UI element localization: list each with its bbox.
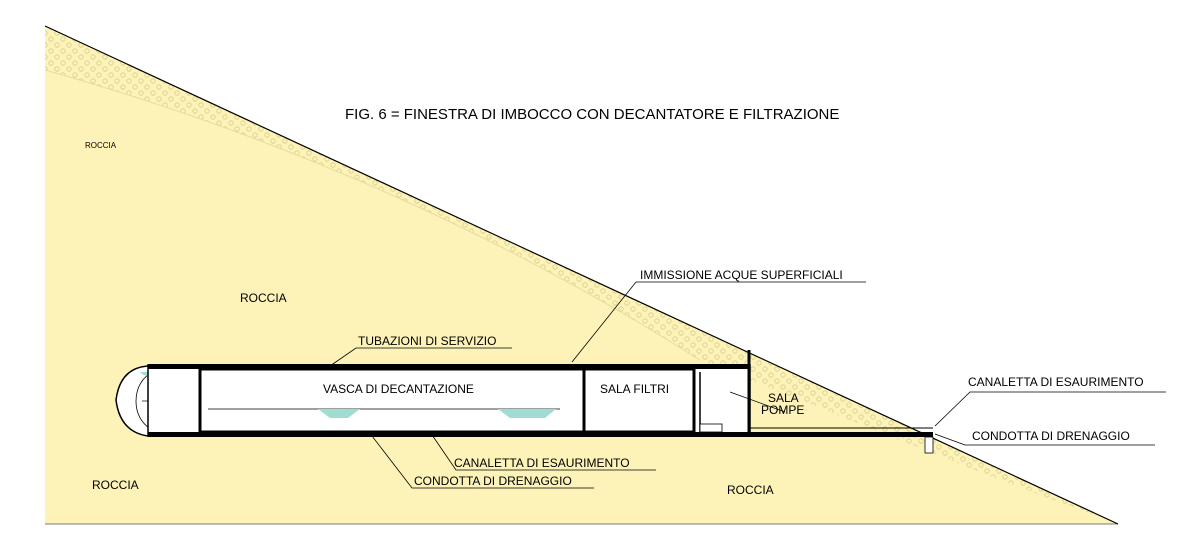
label-condotta-right: CONDOTTA DI DRENAGGIO [972, 429, 1130, 443]
label-condotta-bottom: CONDOTTA DI DRENAGGIO [414, 474, 572, 488]
label-sala-pompe-2: POMPE [761, 403, 804, 417]
label-roccia-middle: ROCCIA [240, 291, 287, 305]
label-sala-filtri: SALA FILTRI [600, 382, 669, 396]
label-roccia-bottom-right: ROCCIA [727, 483, 774, 497]
label-immissione-acque: IMMISSIONE ACQUE SUPERFICIALI [640, 268, 843, 282]
filter-room [582, 367, 696, 434]
figure-title: FIG. 6 = FINESTRA DI IMBOCCO CON DECANTA… [345, 106, 839, 123]
label-canaletta-right: CANALETTA DI ESAURIMENTO [968, 375, 1144, 389]
decantation-basin [198, 367, 586, 434]
tunnel-floor [148, 432, 933, 437]
tunnel-roof [148, 364, 750, 369]
rock-soil-boundary [44, 69, 701, 361]
drainage-outlet [750, 427, 934, 454]
ground-surface-line [44, 25, 1119, 525]
label-roccia-top: ROCCIA [85, 141, 117, 150]
label-canaletta-bottom: CANALETTA DI ESAURIMENTO [454, 456, 630, 470]
leader-lines [329, 281, 1166, 489]
label-tubazioni-servizio: TUBAZIONI DI SERVIZIO [358, 334, 496, 348]
label-roccia-bottom-left: ROCCIA [92, 478, 139, 492]
water-mark-left [318, 409, 360, 418]
label-sala-pompe-1: SALA [768, 391, 799, 405]
label-vasca-decantazione: VASCA DI DECANTAZIONE [323, 382, 474, 396]
water-mark-right [498, 409, 556, 418]
pump-room [699, 350, 751, 433]
